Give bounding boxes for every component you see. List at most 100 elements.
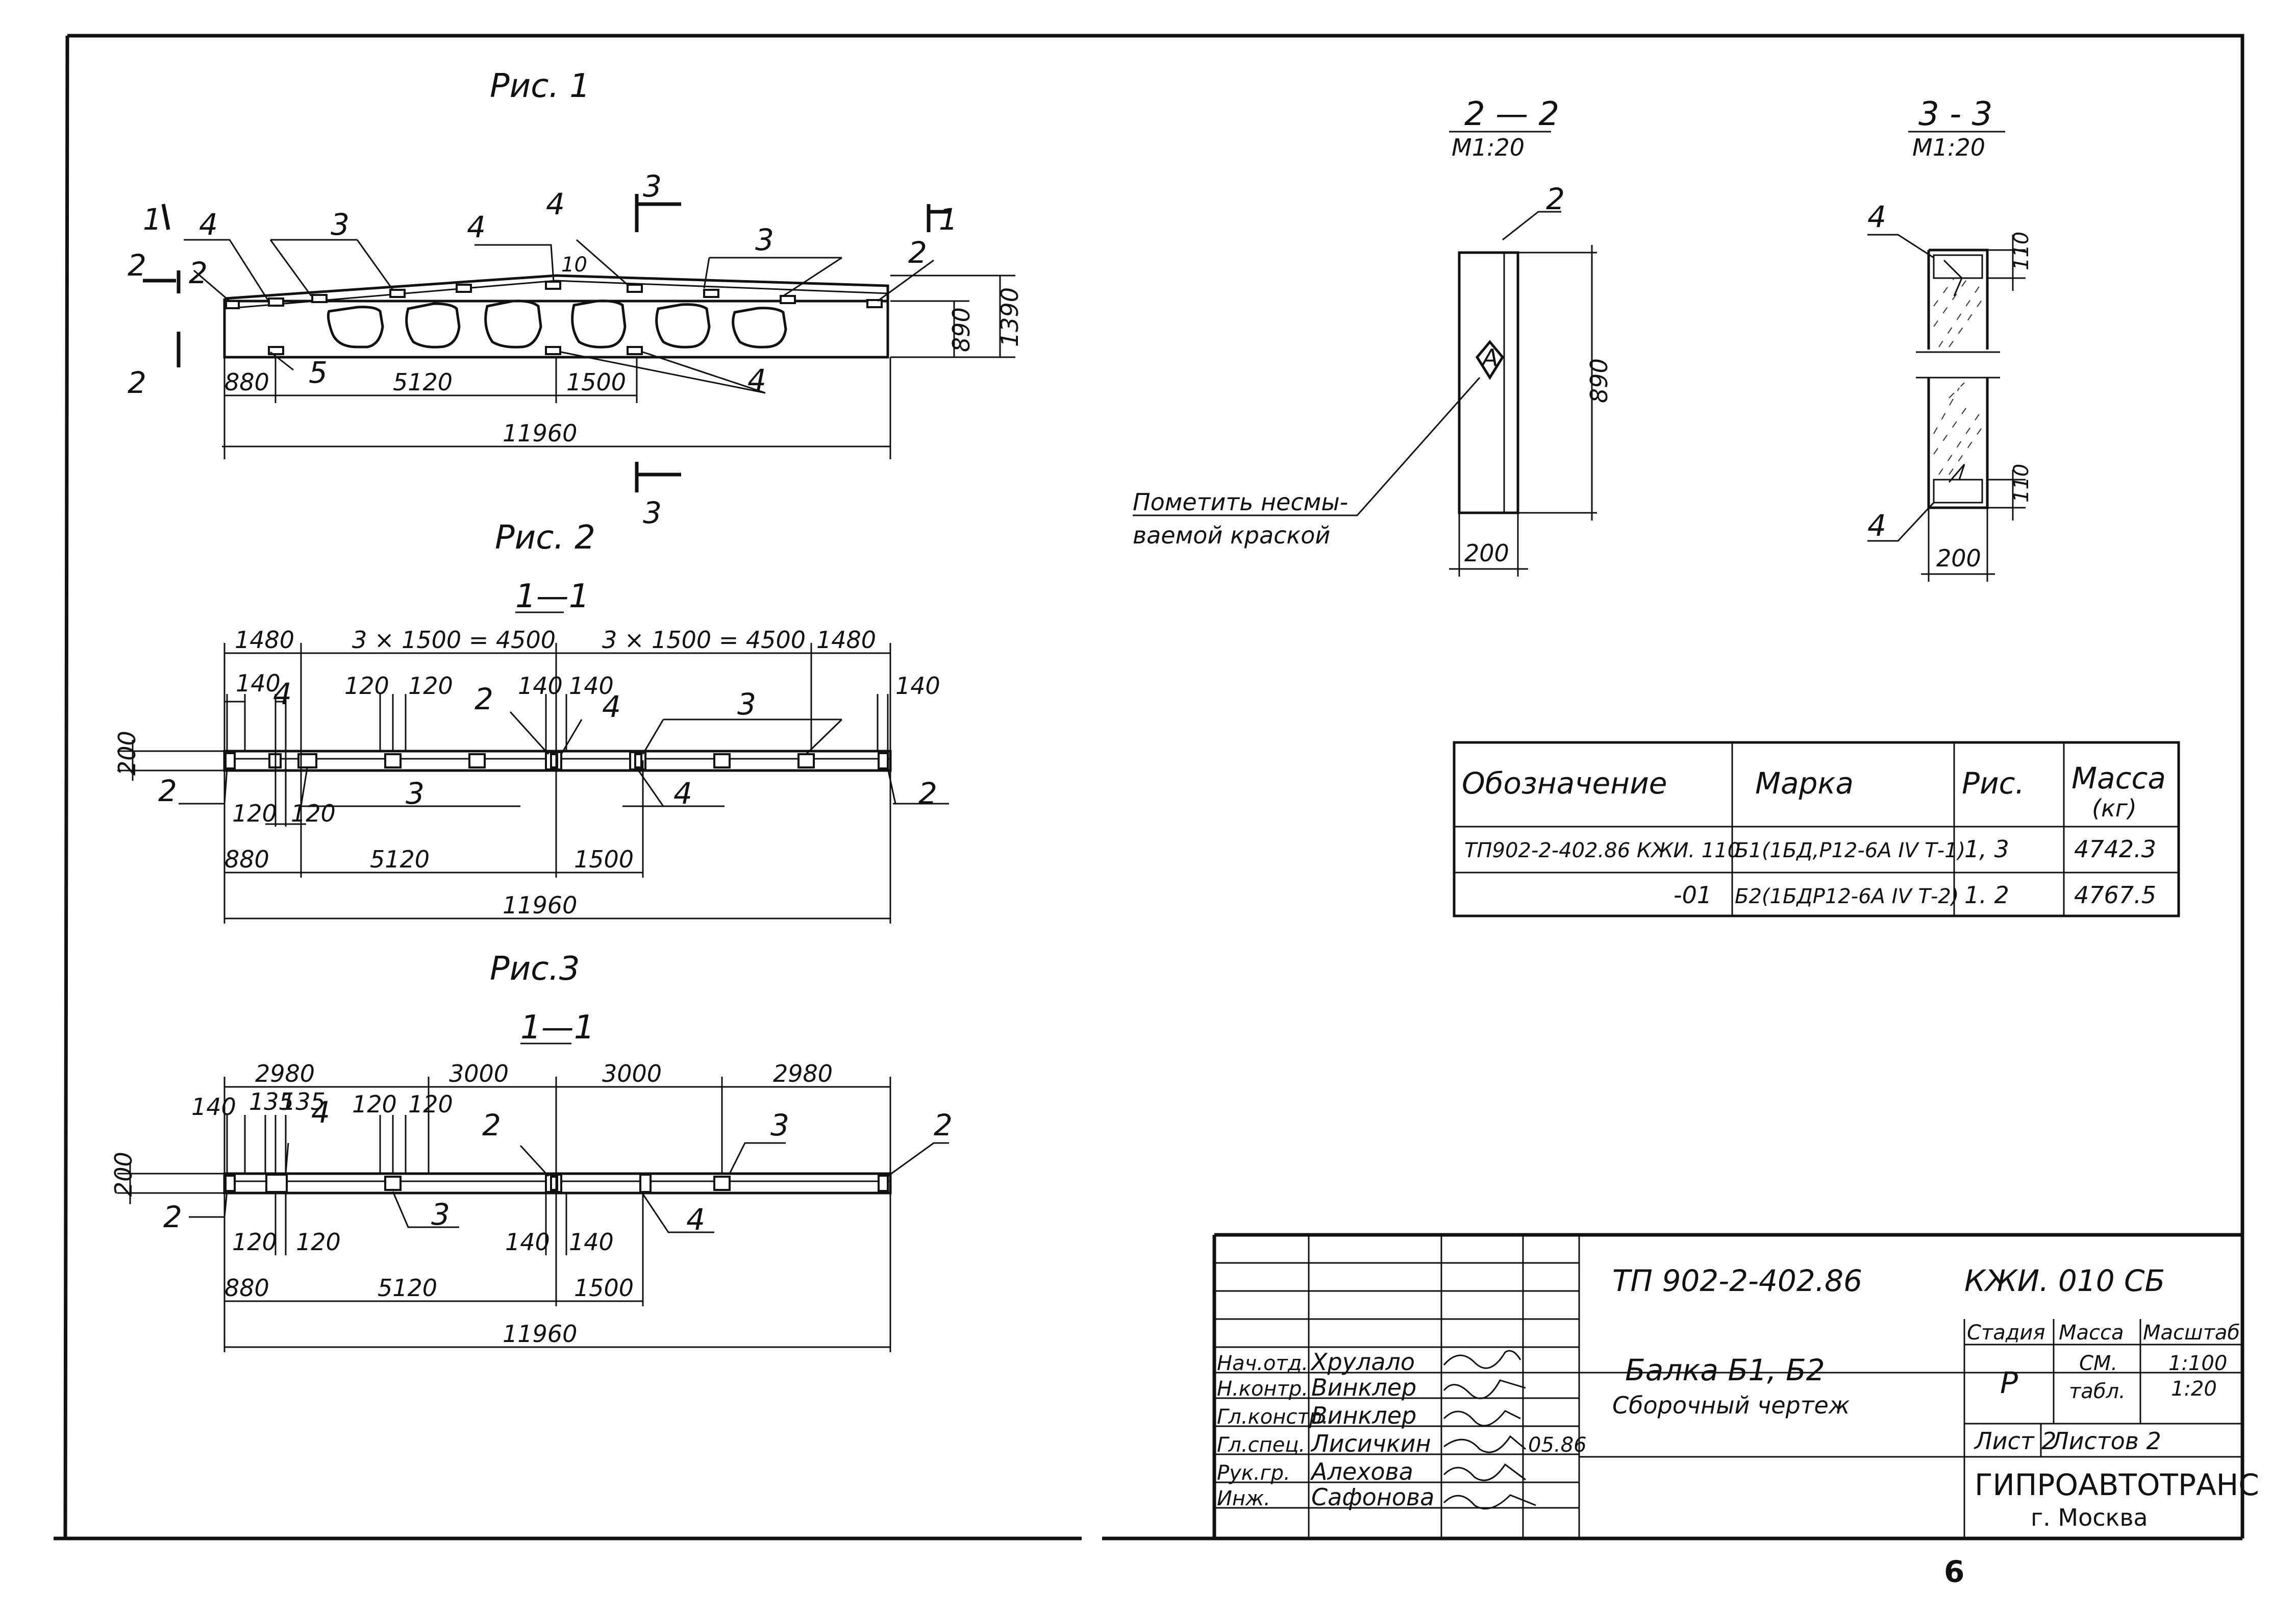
fig1-callout-3: 3 — [643, 495, 662, 530]
fig3-title: Рис.3 — [490, 950, 580, 988]
spec-row-mass: 4742.3 — [2074, 835, 2156, 863]
fig1-callout-1: 1 — [143, 202, 162, 237]
tb-person: Алехова — [1310, 1458, 1413, 1485]
fig1-callout-2: 2 — [128, 248, 146, 283]
title-block: ТП 902-2-402.86 КЖИ. 010 СБ Балка Б1, Б2… — [1212, 1233, 2259, 1538]
tb-project: ТП 902-2-402.86 — [1612, 1263, 1862, 1298]
fig2-dim-5120: 5120 — [370, 846, 430, 873]
spec-header-mass-unit: (кг) — [2092, 794, 2137, 822]
fig2-dim-120: 120 — [344, 672, 389, 700]
fig2-dim-11960: 11960 — [503, 891, 577, 919]
sec33-dim-110: 110 — [2010, 464, 2033, 503]
fig1-dim-880: 880 — [224, 368, 269, 396]
spec-row-mark: Б1(1БД,Р12-6А IV Т-1) — [1735, 839, 1965, 862]
fig1-dim-10: 10 — [561, 253, 587, 277]
fig2-dim-200: 200 — [113, 731, 141, 776]
spec-row-designation: -01 — [1674, 881, 1712, 909]
tb-role: Нач.отд. — [1217, 1352, 1308, 1375]
fig2-dim-1500: 1500 — [574, 846, 634, 873]
fig2-dim-1480: 1480 — [816, 626, 876, 654]
fig2-dim-120: 120 — [408, 672, 453, 700]
fig1-dim-1390: 1390 — [996, 287, 1024, 347]
fig2-dim-140: 140 — [236, 669, 281, 697]
fig2-callout-4: 4 — [273, 677, 292, 711]
fig3-callout-4: 4 — [311, 1095, 330, 1130]
fig2-dim-140: 140 — [518, 672, 563, 700]
tb-person: Винклер — [1311, 1402, 1416, 1429]
fig3-embedded-parts — [224, 1174, 889, 1193]
fig1-callout-4: 4 — [546, 187, 565, 221]
fig3-dim-135: 135 — [249, 1088, 294, 1115]
sec22-mark: А — [1481, 344, 1498, 371]
fig2-section-label: 1—1 — [515, 578, 589, 615]
sec33-scale: М1:20 — [1912, 134, 1985, 161]
tb-role: Рук.гр. — [1217, 1461, 1290, 1485]
fig1-leaders — [184, 239, 934, 394]
fig3-callout-2: 2 — [482, 1108, 501, 1142]
sheet-frame — [54, 34, 2244, 1541]
tb-scale-line1: 1:100 — [2168, 1352, 2227, 1375]
tb-name-line2: Сборочный чертеж — [1612, 1392, 1850, 1419]
spec-table: Обозначение Марка Рис. Масса (кг) ТП902-… — [1453, 741, 2180, 917]
sec33-callout-4: 4 — [1867, 200, 1886, 234]
tb-sheets: Листов 2 — [2050, 1427, 2161, 1455]
fig2-dim-120: 120 — [232, 800, 277, 827]
fig2-plan: Рис. 2 1—1 — [113, 519, 949, 924]
fig2-callout-4: 4 — [673, 776, 692, 811]
tb-scale-line2: 1:20 — [2171, 1377, 2217, 1401]
tb-org-line2: г. Москва — [2031, 1504, 2148, 1531]
tb-name-line1: Балка Б1, Б2 — [1625, 1353, 1825, 1387]
fig3-dim-200: 200 — [110, 1152, 137, 1197]
fig1-openings — [327, 300, 787, 349]
fig2-callout-2: 2 — [918, 776, 937, 811]
spec-header-fig: Рис. — [1962, 766, 2025, 801]
fig1-callout-5: 5 — [309, 355, 328, 390]
fig2-callout-3: 3 — [406, 776, 425, 811]
fig3-dim-140: 140 — [191, 1093, 236, 1121]
fig3-dim-11960: 11960 — [503, 1320, 577, 1348]
spec-row-designation: ТП902-2-402.86 КЖИ. 110 — [1464, 839, 1740, 862]
tb-mass-header: Масса — [2059, 1321, 2124, 1345]
tb-role: Н.контр. — [1217, 1377, 1308, 1401]
fig2-dim-120: 120 — [291, 800, 336, 827]
fig2-callout-4: 4 — [602, 689, 621, 724]
sec22-dim-890: 890 — [1585, 358, 1613, 403]
tb-person: Сафонова — [1311, 1483, 1434, 1511]
fig2-dim-4500: 3 × 1500 = 4500 — [352, 626, 556, 654]
tb-mass-line1: СМ. — [2079, 1352, 2117, 1375]
mark-diamond — [1475, 340, 1505, 380]
fig1-callout-2: 2 — [189, 256, 208, 290]
fig3-dim-120: 120 — [232, 1228, 277, 1256]
fig1-callout-4: 4 — [747, 363, 766, 397]
sec33-title: 3 - 3 — [1918, 95, 1992, 133]
sec22-title: 2 — 2 — [1464, 95, 1559, 133]
tb-scale-header: Масштаб — [2143, 1321, 2240, 1345]
tb-sheet: Лист 2 — [1974, 1427, 2056, 1455]
fig3-dim-120: 120 — [408, 1090, 453, 1118]
fig2-dim-4500: 3 × 1500 = 4500 — [602, 626, 806, 654]
fig3-dim-140: 140 — [569, 1228, 614, 1256]
fig1-callout-1: 1 — [939, 202, 958, 237]
sec33-callout-4: 4 — [1867, 508, 1886, 543]
fig2-dim-880: 880 — [224, 846, 269, 873]
tb-person: Хрулало — [1310, 1348, 1415, 1376]
spec-row-mass: 4767.5 — [2074, 881, 2156, 909]
tb-stage-header: Стадия — [1967, 1321, 2045, 1345]
sec33-dim-110: 110 — [2010, 232, 2033, 270]
fig3-leaders — [189, 1142, 949, 1233]
fig3-dim-120: 120 — [352, 1090, 397, 1118]
fig1-callout-4: 4 — [199, 207, 218, 242]
tb-code: КЖИ. 010 СБ — [1964, 1263, 2165, 1298]
fig3-dim-135: 135 — [281, 1088, 326, 1115]
fig1-dim-890: 890 — [947, 307, 975, 352]
fig2-title: Рис. 2 — [495, 519, 595, 557]
fig3-dim-140: 140 — [505, 1228, 550, 1256]
sec22-callout-2: 2 — [1546, 182, 1565, 216]
fig3-callout-3: 3 — [770, 1108, 789, 1142]
fig2-dim-140: 140 — [569, 672, 614, 700]
sec22-note-line1: Пометить несмы- — [1133, 488, 1348, 516]
tb-mass-line2: табл. — [2069, 1380, 2126, 1403]
fig3-callout-3: 3 — [431, 1197, 450, 1232]
section-3-3: 3 - 3 М1:20 110 110 200 4 4 — [1867, 95, 2033, 582]
fig3-dim-880: 880 — [224, 1274, 269, 1302]
